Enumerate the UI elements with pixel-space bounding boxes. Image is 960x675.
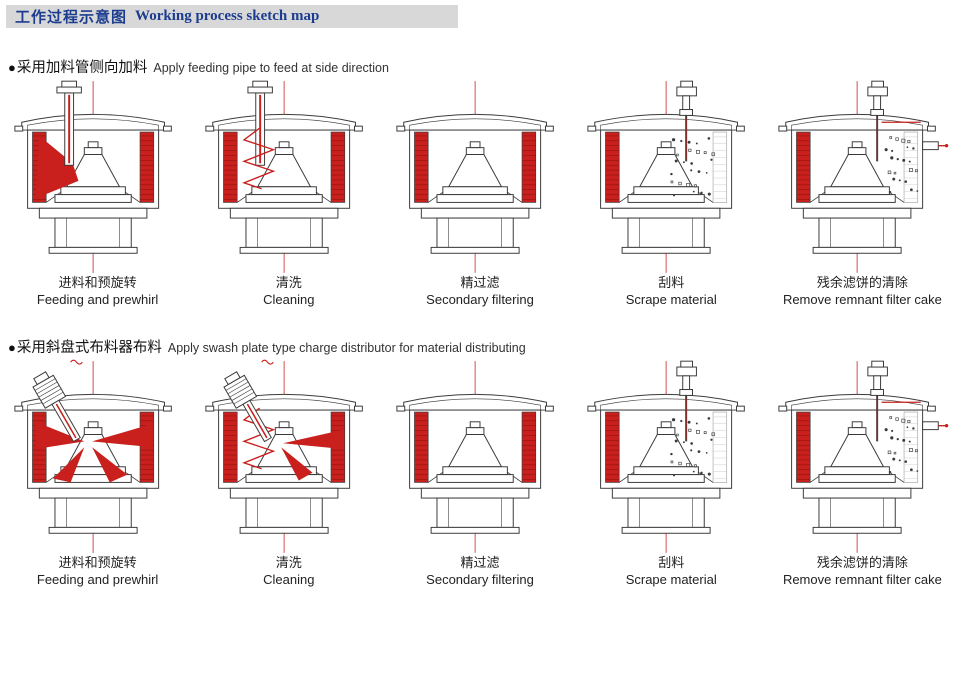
stage-caption-zh: 进料和预旋转	[58, 275, 137, 290]
stage-caption-zh: 清洗	[275, 275, 302, 290]
stage-caption-zh: 进料和预旋转	[58, 555, 137, 570]
stage-s2-filtering: 精过滤 Secondary filtering	[384, 359, 575, 588]
stage-s2-feeding: 进料和预旋转 Feeding and prewhirl	[2, 359, 193, 588]
machine-diagram-scrape-material	[583, 359, 759, 555]
section-1-label-zh: 采用加料管侧向加料	[16, 60, 148, 76]
stage-caption-en: Secondary filtering	[426, 292, 534, 307]
stage-caption-en: Feeding and prewhirl	[36, 292, 159, 307]
stage-caption-zh: 刮料	[658, 275, 685, 290]
section-1-header: ● 采用加料管侧向加料 Apply feeding pipe to feed a…	[8, 56, 960, 77]
stage-caption-en: Secondary filtering	[426, 572, 534, 587]
stage-caption-en: Remove remnant filter cake	[782, 292, 942, 307]
stage-caption-en: Scrape material	[625, 572, 717, 587]
stage-caption-en: Cleaning	[263, 572, 315, 587]
stage-caption-zh: 精过滤	[460, 275, 500, 290]
machine-diagram-scrape-material	[583, 79, 759, 275]
stage-caption-zh: 精过滤	[460, 555, 500, 570]
section-2-label-zh: 采用斜盘式布料器布料	[16, 340, 162, 356]
bullet-icon: ●	[8, 340, 16, 355]
machine-diagram-secondary-filtering	[392, 359, 568, 555]
machine-diagram-feeding-prewhirl	[10, 79, 186, 275]
title-bar: 工作过程示意图 Working process sketch map	[6, 5, 458, 28]
machine-diagram-secondary-filtering	[392, 79, 568, 275]
machine-diagram-remove-filter-cake	[774, 79, 950, 275]
stage-caption-zh: 残余滤饼的清除	[816, 555, 908, 570]
stage-caption-en: Scrape material	[625, 292, 717, 307]
stage-s1-cleaning: 清洗 Cleaning	[193, 79, 384, 308]
stage-caption-zh: 刮料	[658, 555, 685, 570]
stage-s1-filtering: 精过滤 Secondary filtering	[384, 79, 575, 308]
stage-caption-zh: 清洗	[275, 555, 302, 570]
stage-s1-feeding: 进料和预旋转 Feeding and prewhirl	[2, 79, 193, 308]
stage-s2-cleaning: 清洗 Cleaning	[193, 359, 384, 588]
stage-caption-en: Cleaning	[263, 292, 315, 307]
section-2-label-en: Apply swash plate type charge distributo…	[167, 341, 526, 355]
section-swash-distributor: ● 采用斜盘式布料器布料 Apply swash plate type char…	[0, 336, 960, 588]
stage-s2-scraping: 刮料 Scrape material	[576, 359, 767, 588]
stage-s1-scraping: 刮料 Scrape material	[576, 79, 767, 308]
section-side-feeding: ● 采用加料管侧向加料 Apply feeding pipe to feed a…	[0, 56, 960, 308]
stage-s1-cake-removal: 残余滤饼的清除 Remove remnant filter cake	[767, 79, 958, 308]
machine-diagram-cleaning-swash	[201, 359, 377, 555]
stage-caption-en: Remove remnant filter cake	[782, 572, 942, 587]
machine-diagram-cleaning	[201, 79, 377, 275]
machine-diagram-remove-filter-cake	[774, 359, 950, 555]
stage-row-2: 进料和预旋转 Feeding and prewhirl 清洗 Cleaning …	[0, 359, 960, 588]
machine-diagram-feeding-prewhirl-swash	[10, 359, 186, 555]
bullet-icon: ●	[8, 60, 16, 75]
page-title-en: Working process sketch map	[135, 8, 320, 24]
stage-row-1: 进料和预旋转 Feeding and prewhirl 清洗 Cleaning …	[0, 79, 960, 308]
stage-caption-zh: 残余滤饼的清除	[816, 275, 908, 290]
section-2-header: ● 采用斜盘式布料器布料 Apply swash plate type char…	[8, 336, 960, 357]
section-1-label-en: Apply feeding pipe to feed at side direc…	[153, 61, 389, 75]
page-title-zh: 工作过程示意图	[15, 9, 128, 26]
stage-s2-cake-removal: 残余滤饼的清除 Remove remnant filter cake	[767, 359, 958, 588]
stage-caption-en: Feeding and prewhirl	[36, 572, 159, 587]
